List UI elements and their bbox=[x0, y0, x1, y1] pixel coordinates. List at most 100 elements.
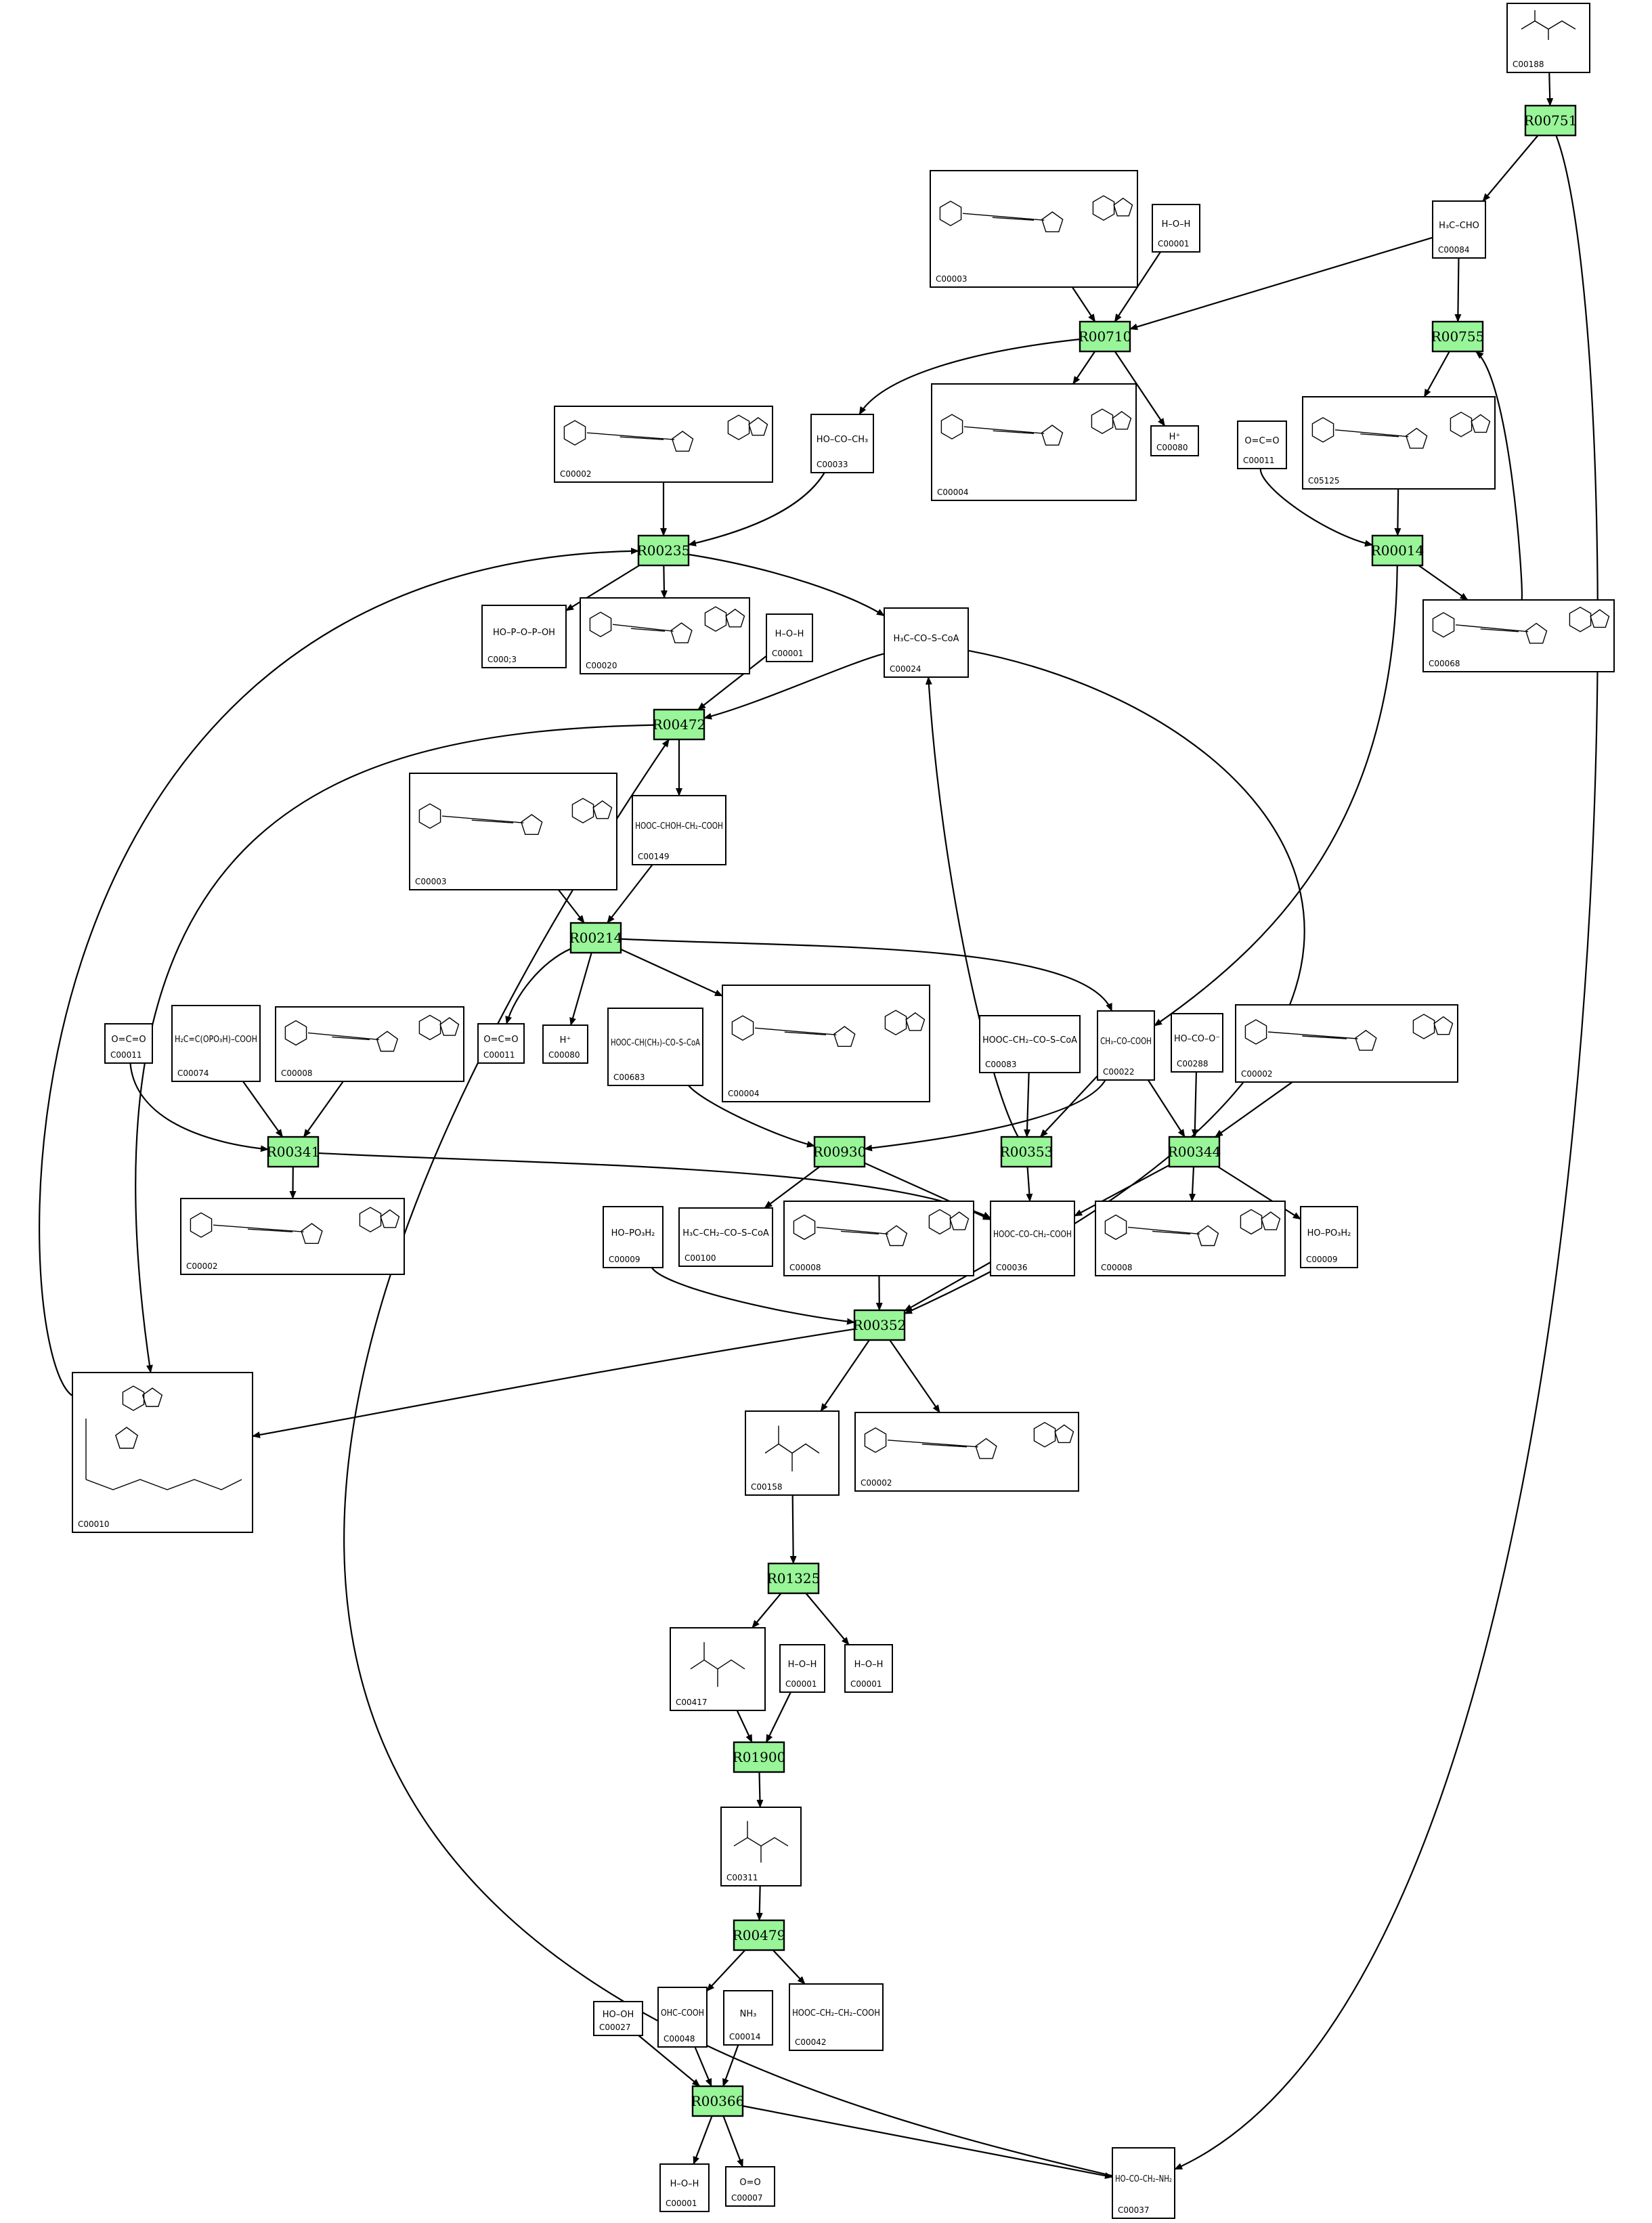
reaction-R00755[interactable]: R00755 bbox=[1431, 320, 1485, 353]
reaction-R00930[interactable]: R00930 bbox=[813, 1136, 867, 1168]
reaction-R00214[interactable]: R00214 bbox=[569, 922, 623, 954]
compound-C05125[interactable]: C05125 bbox=[1302, 396, 1496, 490]
compound-formula: HO–P–O–P–OH bbox=[493, 628, 555, 638]
reaction-R00710[interactable]: R00710 bbox=[1079, 320, 1132, 353]
edge-C00003-top-to-R00710 bbox=[1071, 286, 1096, 322]
edge-R00341-to-C00036 bbox=[318, 1152, 991, 1219]
reaction-R00344[interactable]: R00344 bbox=[1168, 1136, 1221, 1168]
compound-id: C00027 bbox=[599, 2023, 631, 2032]
compound-box bbox=[766, 613, 813, 662]
compound-C00080-b[interactable]: H⁺C00080 bbox=[542, 1024, 588, 1064]
reaction-R01325[interactable]: R01325 bbox=[767, 1562, 821, 1595]
compound-C00002-a[interactable]: C00002 bbox=[554, 406, 773, 483]
compound-id: C00014 bbox=[729, 2032, 761, 2042]
compound-C00002-d[interactable]: C00002 bbox=[854, 1412, 1079, 1492]
edge-C00010-to-R00235 bbox=[39, 547, 639, 1397]
compound-id: C00311 bbox=[726, 1873, 758, 1882]
compound-id: C05125 bbox=[1308, 476, 1340, 485]
compound-C00004-mid[interactable]: C00004 bbox=[722, 985, 930, 1102]
compound-id: C00083 bbox=[985, 1060, 1017, 1069]
compound-C00003-top[interactable]: C00003 bbox=[930, 170, 1138, 288]
compound-C00003-mid[interactable]: C00003 bbox=[409, 773, 617, 890]
compound-C00068[interactable]: C00068 bbox=[1422, 599, 1615, 672]
reaction-box bbox=[767, 1562, 820, 1595]
compound-C00002-c[interactable]: C00002 bbox=[180, 1198, 405, 1275]
compound-id: C00074 bbox=[177, 1069, 209, 1078]
compound-C00288[interactable]: HO–CO–O⁻C00288 bbox=[1171, 1013, 1223, 1073]
reaction-R00479[interactable]: R00479 bbox=[733, 1919, 786, 1951]
compound-id: C00001 bbox=[1158, 239, 1190, 249]
reaction-box bbox=[637, 534, 690, 567]
compound-C00010[interactable]: C00010 bbox=[72, 1372, 253, 1533]
reaction-R00014[interactable]: R00014 bbox=[1371, 534, 1425, 567]
compound-box bbox=[723, 1990, 773, 2046]
reaction-R00235[interactable]: R00235 bbox=[637, 534, 691, 567]
reaction-R00352[interactable]: R00352 bbox=[853, 1309, 907, 1341]
edge-R00366-to-C00037 bbox=[742, 2105, 1113, 2179]
reaction-R01900[interactable]: R01900 bbox=[733, 1741, 786, 1773]
compound-id: C00011 bbox=[1243, 456, 1275, 465]
compound-C00008-a[interactable]: C00008 bbox=[275, 1006, 464, 1082]
edge-R00352-to-C00158 bbox=[820, 1339, 870, 1412]
compound-box bbox=[1422, 599, 1615, 672]
compound-C00080-a[interactable]: H⁺C00080 bbox=[1150, 425, 1199, 456]
compound-C00311[interactable]: C00311 bbox=[720, 1807, 802, 1886]
edge-R00353-to-C00036 bbox=[1026, 1166, 1033, 1202]
reaction-box bbox=[1371, 534, 1424, 567]
reaction-box bbox=[733, 1919, 785, 1951]
reaction-label: R00710 bbox=[1079, 328, 1132, 345]
edge-C00022-to-R00344 bbox=[1147, 1079, 1186, 1138]
edge-R00344-to-C00008-c bbox=[1189, 1166, 1196, 1202]
reaction-R00353[interactable]: R00353 bbox=[1000, 1136, 1053, 1168]
reaction-R00472[interactable]: R00472 bbox=[653, 708, 706, 741]
reaction-label: R00930 bbox=[813, 1144, 867, 1160]
reaction-box bbox=[1000, 1136, 1053, 1168]
reaction-R00366[interactable]: R00366 bbox=[691, 2085, 745, 2117]
compound-C00004-top[interactable]: C00004 bbox=[931, 383, 1137, 501]
compound-C00002-b[interactable]: C00002 bbox=[1235, 1004, 1458, 1083]
compound-C00417[interactable]: C00417 bbox=[670, 1627, 766, 1711]
compound-id: C00008 bbox=[281, 1069, 313, 1078]
compound-C00008-c[interactable]: C00008 bbox=[1095, 1201, 1286, 1276]
compound-formula: H₃C–CO–S–CoA bbox=[893, 634, 959, 644]
edge-R00930-to-C00100 bbox=[764, 1166, 821, 1209]
reaction-R00341[interactable]: R00341 bbox=[267, 1136, 320, 1168]
compound-C00020[interactable]: C00020 bbox=[580, 597, 750, 674]
compound-formula: HOOC–CHOH–CH₂–COOH bbox=[635, 821, 723, 831]
compound-C00158[interactable]: C00158 bbox=[745, 1410, 840, 1496]
compound-box bbox=[810, 414, 874, 473]
compound-box bbox=[1112, 2147, 1175, 2219]
compound-C00188-top[interactable]: C00188 bbox=[1506, 3, 1590, 73]
compound-id: C00417 bbox=[676, 1698, 708, 1707]
edge-C00158-to-R01325 bbox=[789, 1494, 797, 1564]
reaction-R00751[interactable]: R00751 bbox=[1524, 104, 1578, 137]
compound-C00008-b[interactable]: C00008 bbox=[783, 1201, 974, 1276]
